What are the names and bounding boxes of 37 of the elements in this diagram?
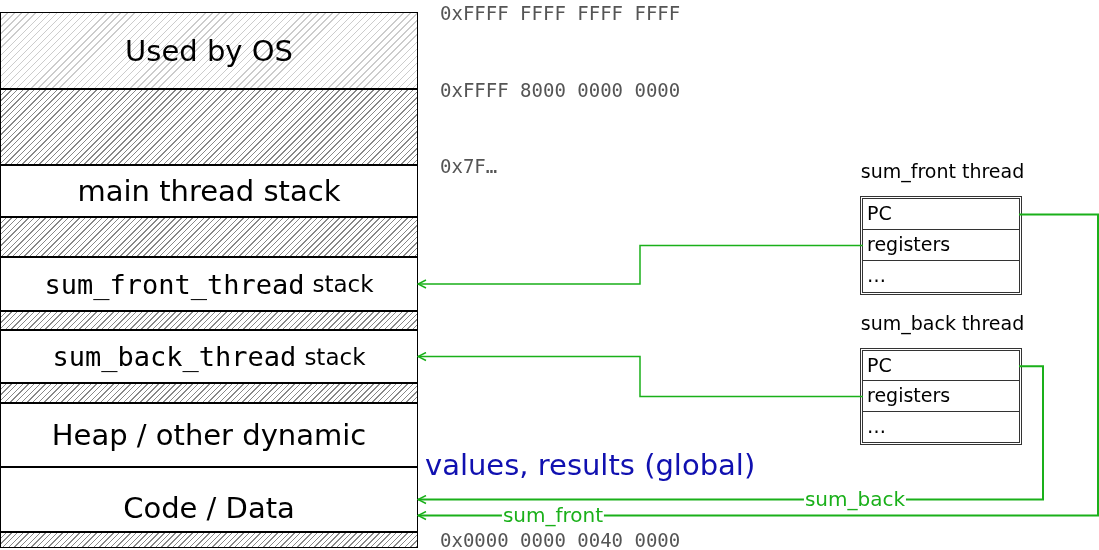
- edge-label: sum_back: [803, 488, 907, 509]
- memory-region: [0, 165, 418, 217]
- table-row: PC: [863, 351, 1019, 382]
- memory-region: [0, 330, 418, 383]
- region-label: main thread stack: [77, 174, 341, 208]
- hatched-region: [0, 217, 418, 257]
- hatched-region: [0, 89, 418, 165]
- table-title: sum_back thread: [859, 312, 1026, 334]
- region-label: stack: [304, 343, 366, 370]
- hatched-region: [0, 311, 418, 330]
- address-label: 0x7F…: [440, 155, 498, 177]
- arrow: [417, 213, 1099, 521]
- memory-region: [0, 12, 418, 89]
- region-label: Used by OS: [125, 33, 293, 68]
- table-row: …: [863, 411, 1019, 442]
- hatched-region: [0, 383, 418, 403]
- address-label: 0x0000 0000 0040 0000: [440, 529, 681, 550]
- arrow: [417, 244, 864, 289]
- table-row: registers: [863, 381, 1019, 412]
- address-label: 0xFFFF 8000 0000 0000: [440, 79, 681, 101]
- region-label: sum_back_thread: [52, 341, 297, 372]
- memory-region: [0, 467, 418, 532]
- hatched-region: [0, 532, 418, 548]
- table-row: PC: [863, 199, 1019, 230]
- region-label: Code / Data: [123, 490, 295, 525]
- table-title: sum_front thread: [859, 160, 1026, 182]
- region-label: values, results (global): [425, 448, 756, 482]
- address-label: 0xFFFF FFFF FFFF FFFF: [440, 2, 681, 24]
- memory-region: [0, 257, 418, 311]
- memory-region: [0, 403, 418, 467]
- table-row: …: [863, 261, 1019, 292]
- region-label: stack: [312, 271, 374, 297]
- arrow: [417, 351, 864, 398]
- edge-label: sum_front: [501, 504, 605, 525]
- table-row: registers: [863, 230, 1019, 261]
- region-label: sum_front_thread: [44, 268, 305, 300]
- region-label: Heap / other dynamic: [51, 418, 367, 452]
